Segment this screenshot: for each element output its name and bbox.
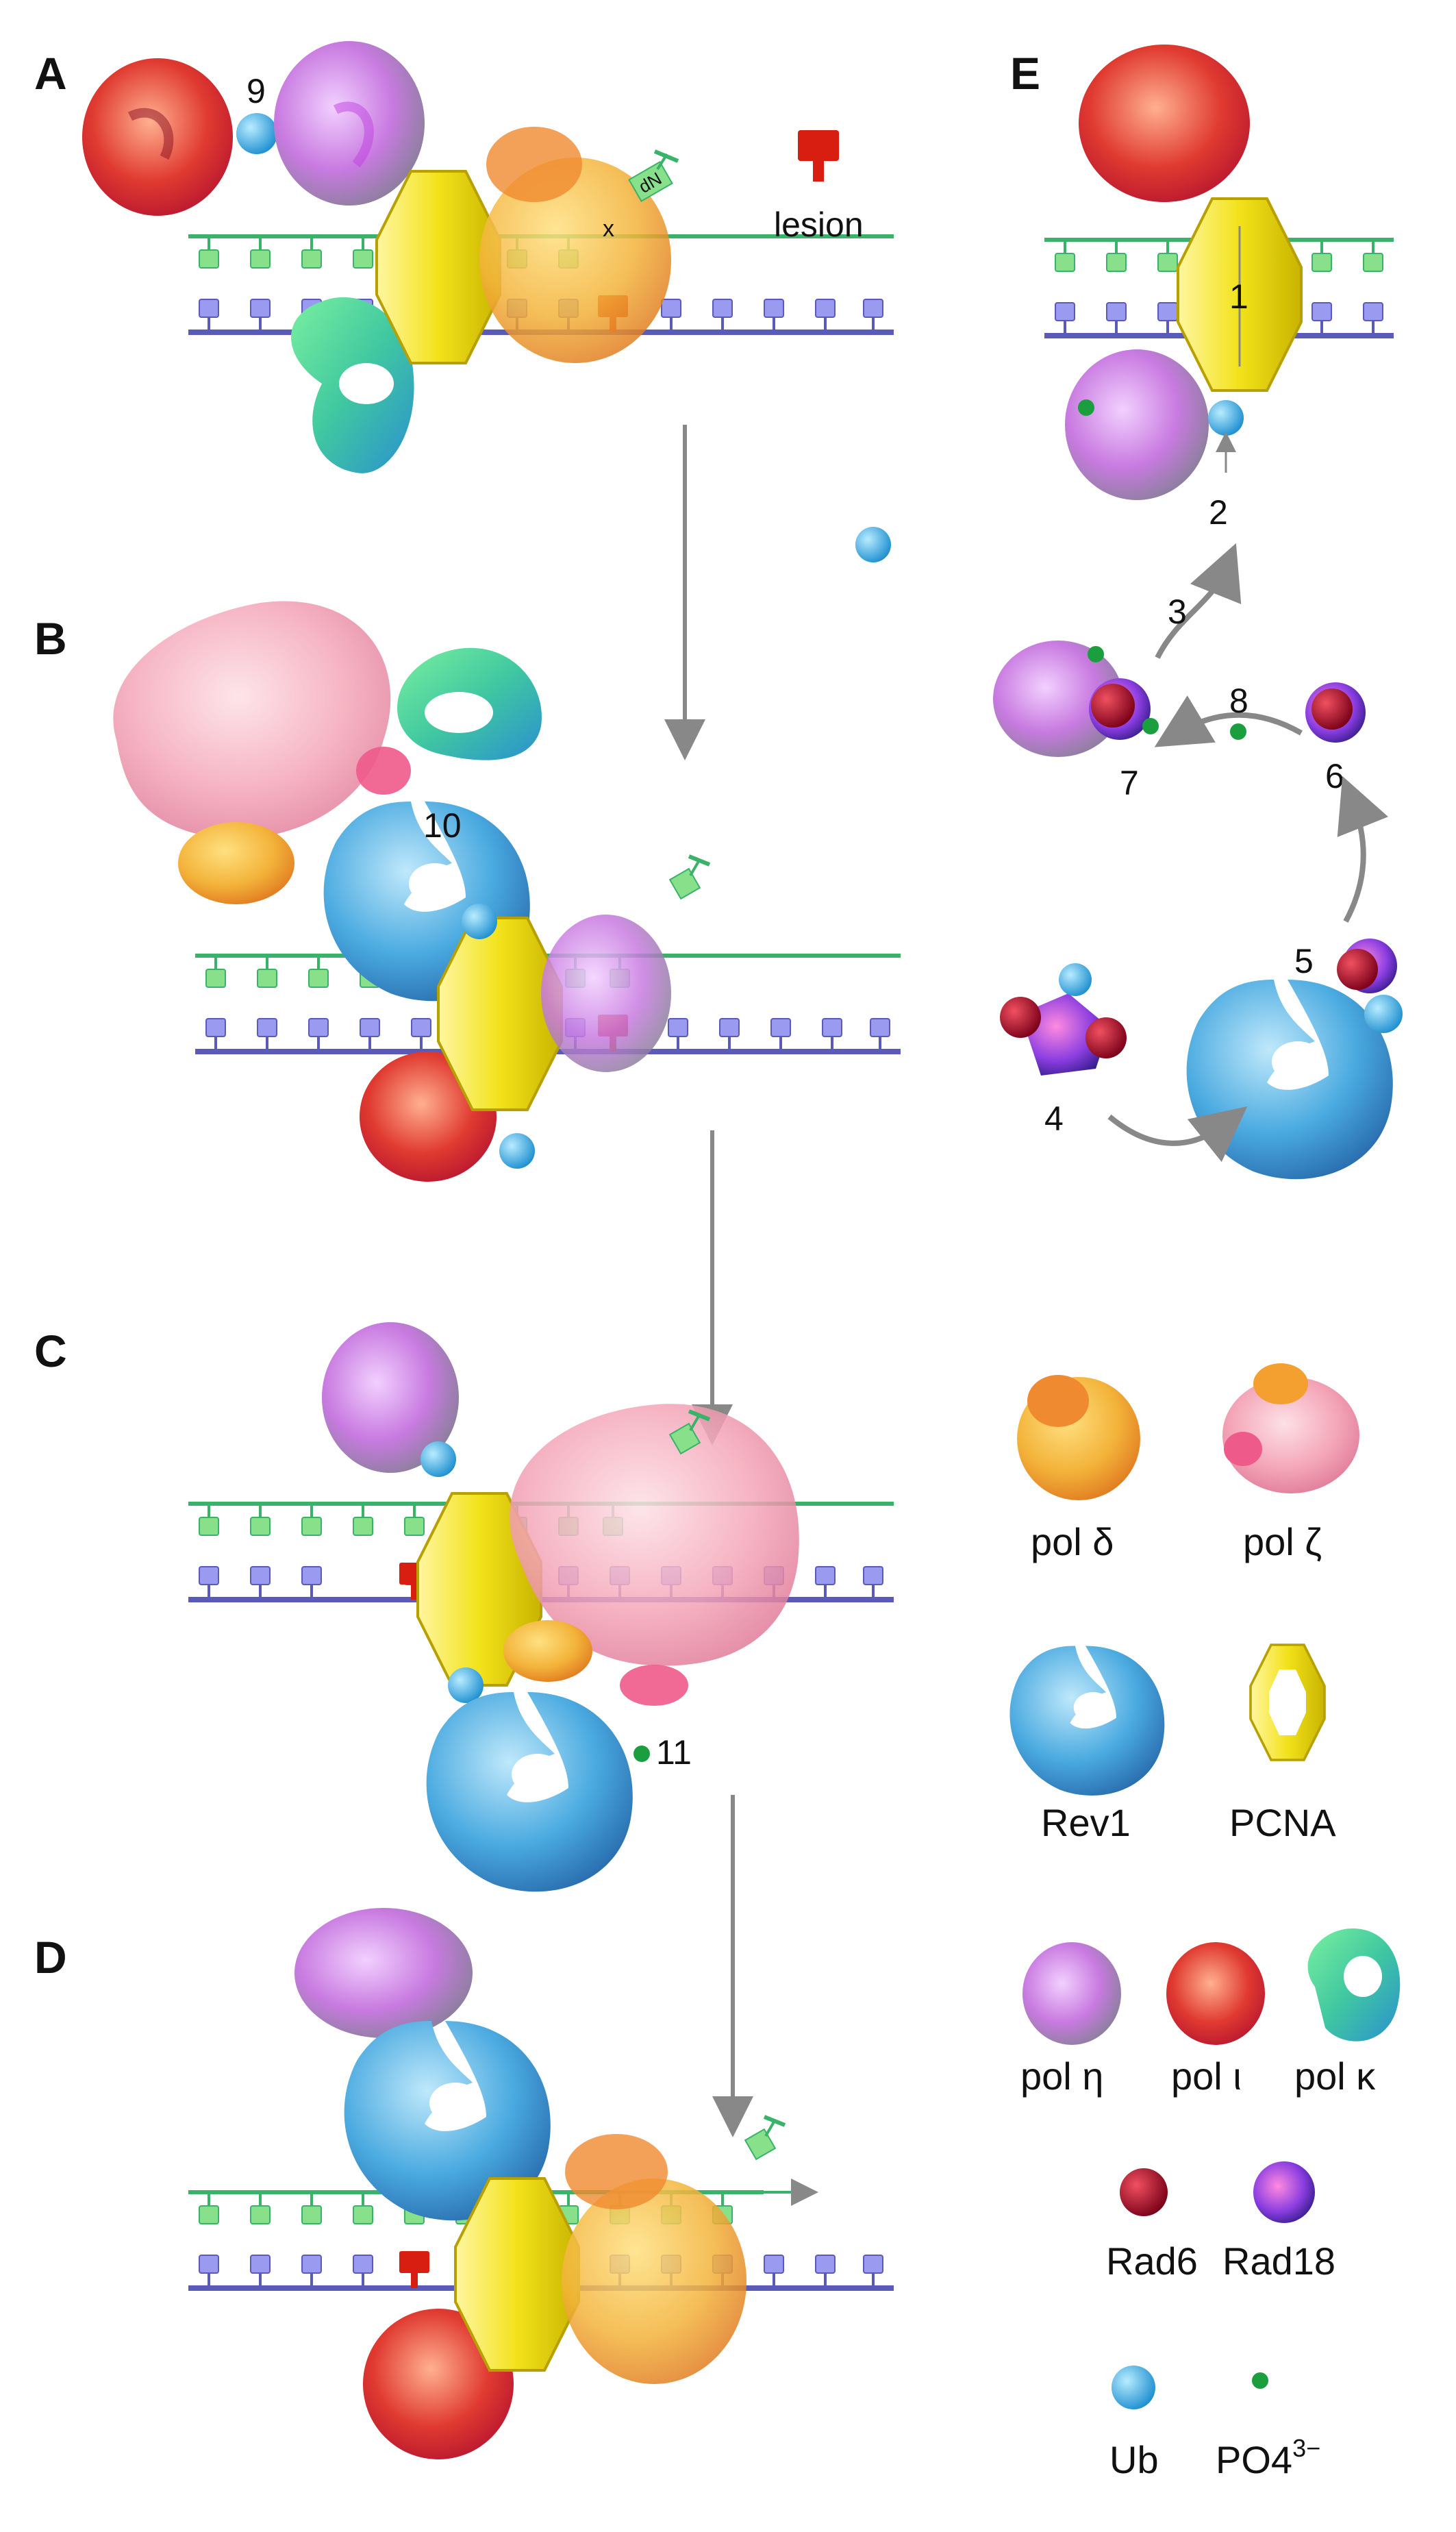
rad6-e6 [1311, 688, 1353, 730]
arrow-5-to-6 [1337, 775, 1388, 923]
legend-pol-eta-icon [1022, 1942, 1121, 2045]
legend-pol-eta: pol η [1020, 2055, 1103, 2098]
legend-po4-icon [1252, 2372, 1268, 2389]
legend-rad6: Rad6 [1106, 2239, 1198, 2283]
pol-eta-a [274, 41, 425, 206]
rad6-e5 [1337, 949, 1378, 990]
arrow-3 [1155, 543, 1242, 659]
incoming-dn-a: dN [628, 149, 679, 202]
legend-pol-zeta: pol ζ [1243, 1520, 1322, 1563]
rad6-e7 [1091, 684, 1135, 728]
pol-delta-subunit-c [503, 1620, 592, 1682]
incoming-dn-b [670, 856, 710, 899]
panel-b: B 10 [34, 601, 901, 1182]
marker-1: 1 [1229, 277, 1248, 316]
phosphate-e8 [1230, 723, 1246, 740]
pol-iota-e [1079, 45, 1250, 202]
pol-zeta-b [113, 601, 391, 839]
marker-4: 4 [1044, 1100, 1064, 1138]
lesion-legend-icon [798, 130, 839, 182]
incoming-dn-d [745, 2117, 785, 2159]
marker-9: 9 [247, 72, 266, 110]
panel-label-b: B [34, 613, 67, 664]
panel-d: D [34, 1908, 894, 2459]
pol-eta-b [541, 915, 671, 1072]
panel-a: A x dN lesion 9 [34, 41, 894, 473]
panel-c: C 11 [34, 1322, 894, 1892]
arrow-8 [1154, 695, 1303, 747]
ubiquitin-e1 [1208, 400, 1244, 436]
legend-rad18-icon [1253, 2161, 1315, 2223]
ubiquitin-e5 [1364, 995, 1403, 1033]
ubiquitin-c1 [421, 1441, 456, 1477]
lesion-site-d [399, 2251, 429, 2288]
pol-eta-c [322, 1322, 459, 1473]
svg-text:x: x [603, 216, 614, 242]
legend-rad6-icon [1120, 2168, 1168, 2216]
free-ubiquitin [855, 527, 891, 562]
pol-delta-subunit-b [178, 822, 294, 904]
marker-11: 11 [656, 1733, 692, 1772]
pol-iota-a [82, 58, 233, 216]
pol-zeta-c [510, 1404, 799, 1666]
legend-po4: PO43− [1216, 2434, 1320, 2481]
legend-rev1: Rev1 [1041, 1801, 1131, 1844]
panel-label-c: C [34, 1326, 67, 1376]
rev1-c [426, 1692, 633, 1892]
pol-iota-d [363, 2309, 514, 2459]
pol-delta-a [479, 158, 671, 363]
marker-6: 6 [1325, 757, 1344, 795]
panel-label-d: D [34, 1932, 67, 1983]
ubiquitin-a [236, 113, 277, 154]
marker-3: 3 [1168, 593, 1187, 631]
legend-pol-iota: pol ι [1171, 2055, 1242, 2098]
legend-pol-zeta-icon [1222, 1377, 1359, 1493]
rev1-e [1186, 980, 1393, 1180]
panel-label-a: A [34, 48, 67, 99]
phosphate-c [633, 1746, 650, 1762]
pol-delta-d [562, 2179, 746, 2384]
pol-eta-e2 [993, 641, 1123, 757]
marker-5: 5 [1294, 942, 1314, 980]
rad6-rad18-complex-e4 [1000, 963, 1127, 1076]
ubiquitin-b1 [462, 904, 497, 939]
ubiquitin-b2 [499, 1133, 535, 1169]
marker-10: 10 [423, 806, 462, 845]
legend-pcna: PCNA [1229, 1801, 1336, 1844]
pol-eta-e [1065, 349, 1209, 500]
pol-eta-d [294, 1908, 473, 2038]
legend-ub-icon [1112, 2366, 1155, 2409]
legend-pol-iota-icon [1166, 1942, 1265, 2045]
lesion-label: lesion [774, 206, 864, 244]
pcna-b [437, 917, 563, 1111]
pcna-d [454, 2177, 580, 2372]
marker-7: 7 [1120, 764, 1139, 802]
legend-pol-delta: pol δ [1031, 1520, 1114, 1563]
phosphate-e1 [1078, 399, 1094, 416]
legend-pcna-icon [1249, 1643, 1326, 1761]
legend: pol δ pol ζ Rev1 PCNA pol η pol ι pol κ … [1009, 1363, 1401, 2481]
arrow-4-to-5 [1107, 1106, 1248, 1163]
marker-8: 8 [1229, 682, 1248, 720]
ubiquitin-c2 [448, 1667, 484, 1703]
legend-rad18: Rad18 [1222, 2239, 1335, 2283]
panel-e: E 1 2 3 7 8 6 5 [993, 45, 1403, 1180]
marker-2: 2 [1209, 493, 1228, 532]
legend-pol-kappa: pol κ [1294, 2055, 1376, 2098]
legend-ub: Ub [1109, 2438, 1159, 2481]
panel-label-e: E [1010, 48, 1040, 99]
legend-rev1-icon [1009, 1646, 1165, 1796]
